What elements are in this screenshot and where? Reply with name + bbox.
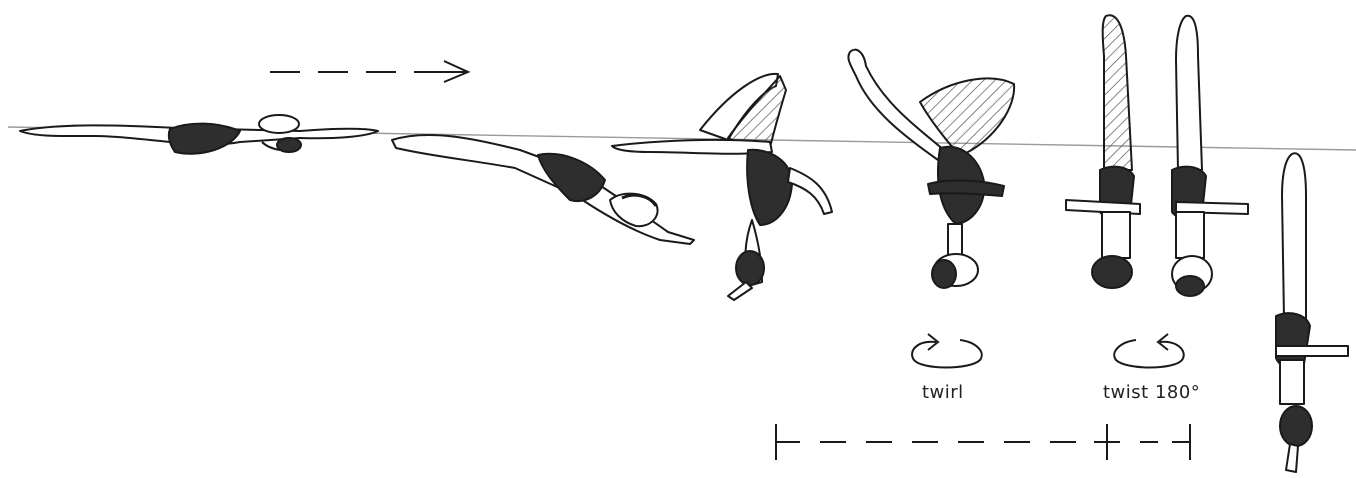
figure-twirl bbox=[848, 50, 1014, 288]
rotation-counterclockwise-icon bbox=[1114, 334, 1184, 368]
dashed-timing-bar-icon bbox=[776, 424, 1190, 460]
figure-surface-layout bbox=[20, 115, 378, 154]
figure-vertical-twist-back bbox=[1172, 16, 1248, 296]
rotation-clockwise-icon bbox=[912, 334, 982, 368]
twist-label: twist 180° bbox=[1103, 382, 1200, 403]
dashed-arrow-right-icon bbox=[270, 61, 468, 82]
figure-vertical-final bbox=[1276, 153, 1348, 472]
twirl-label: twirl bbox=[922, 382, 964, 403]
figure-vertical-twist bbox=[1066, 15, 1140, 288]
figure-bent-knee-split bbox=[612, 74, 832, 300]
